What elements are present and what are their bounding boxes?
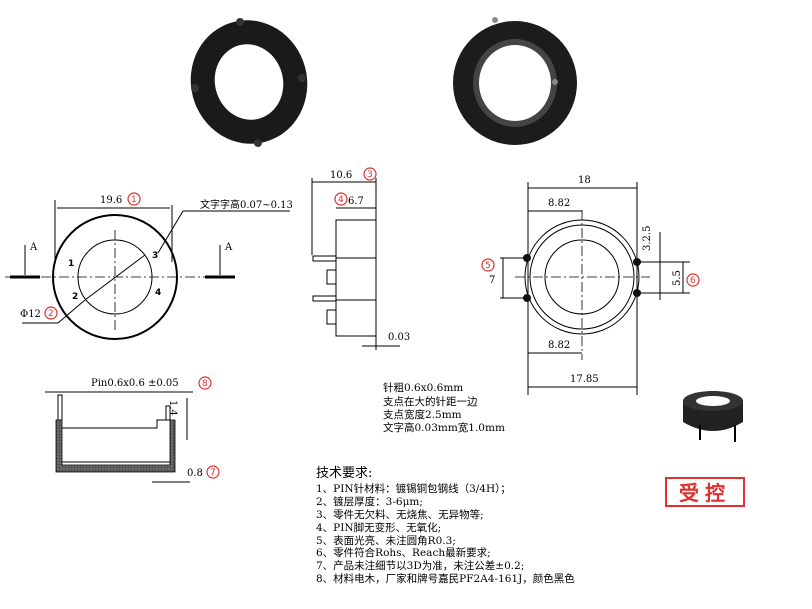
note: 针粗0.6x0.6mm xyxy=(383,381,463,394)
requirement-item: 4、PIN脚无变形、无氧化; xyxy=(316,521,441,534)
ref-7: 7 xyxy=(210,468,216,478)
requirement-item: 1、PIN针材料：镀锡铜包钢线（3/4H）； xyxy=(316,482,511,495)
part-iso-view xyxy=(683,391,743,442)
requirement-item: 5、表面光亮、未注圆角R0.3; xyxy=(316,534,456,547)
height-dim: 1.4 xyxy=(167,400,178,416)
width-top-dim: 18 xyxy=(578,175,591,186)
part-photo-back xyxy=(453,17,577,145)
inner-dim: 6.7 xyxy=(348,196,364,207)
section-view: Pin0.6x0.6 ±0.05 8 1.4 0.8 7 xyxy=(45,376,220,483)
pin-span-right-dim: 5.5 xyxy=(672,270,683,286)
side-view: 10.6 3 4 6.7 0.03 xyxy=(311,167,410,350)
width-bottom-dim: 17.85 xyxy=(570,374,599,385)
half-top-dim: 8.82 xyxy=(548,198,570,209)
pin-note: Pin0.6x0.6 ±0.05 xyxy=(91,378,179,389)
text-height-note: 文字字高0.07~0.13 xyxy=(200,198,293,211)
depth-dim: 10.6 xyxy=(330,170,352,181)
requirement-item: 6、零件符合Rohs、Reach最新要求; xyxy=(316,546,491,559)
pin-offset-dim: 3.2.5 xyxy=(642,226,653,251)
technical-requirements: 技术要求: 1、PIN针材料：镀锡铜包钢线（3/4H）； 2、镀层厚度：3-6μ… xyxy=(316,466,575,585)
ref-2: 2 xyxy=(48,309,54,319)
front-view: 19.6 1 文字字高0.07~0.13 A A 1 2 3 4 Φ12 2 xyxy=(5,192,293,340)
pin-2-label: 2 xyxy=(72,292,78,302)
pin-notes: 针粗0.6x0.6mm 支点在大的针距一边 支点宽度2.5mm 文字高0.03m… xyxy=(383,381,505,434)
pin-1-label: 1 xyxy=(68,259,74,269)
wall-dim: 0.8 xyxy=(187,468,203,479)
width-dim: 19.6 xyxy=(100,195,122,206)
ref-6: 6 xyxy=(690,276,696,286)
requirement-item: 3、零件无欠料、无烧焦、无异物等; xyxy=(316,508,484,521)
diameter-dim: Φ12 xyxy=(20,309,41,320)
requirements-title: 技术要求: xyxy=(316,466,372,481)
ref-8: 8 xyxy=(202,379,208,389)
controlled-stamp: 受控 xyxy=(665,477,745,507)
note: 文字高0.03mm宽1.0mm xyxy=(383,421,505,434)
ref-5: 5 xyxy=(485,261,491,271)
section-label-left: A xyxy=(29,242,38,253)
requirement-item: 8、材料电木，厂家和牌号嘉民PF2A4-161J，颜色黑色 xyxy=(316,572,575,585)
gap-dim: 0.03 xyxy=(388,332,410,343)
part-photo-front xyxy=(190,18,308,147)
pin-3-label: 3 xyxy=(152,251,158,261)
ref-3: 3 xyxy=(367,170,373,180)
ref-4: 4 xyxy=(338,195,344,205)
bottom-view: 18 8.82 5 7 3.2.5 5.5 6 8.82 17.85 xyxy=(481,175,700,395)
section-label-right: A xyxy=(224,242,233,253)
pin-span-left-dim: 7 xyxy=(489,275,495,286)
half-bottom-dim: 8.82 xyxy=(548,340,570,351)
requirement-item: 2、镀层厚度：3-6μm; xyxy=(316,495,423,508)
note: 支点宽度2.5mm xyxy=(383,408,462,421)
requirement-item: 7、产品未注细节以3D为准，未注公差±0.2; xyxy=(316,559,524,572)
pin-4-label: 4 xyxy=(155,288,161,298)
stamp-text: 受控 xyxy=(679,481,731,505)
ref-1: 1 xyxy=(131,195,137,205)
note: 支点在大的针距一边 xyxy=(383,395,478,408)
